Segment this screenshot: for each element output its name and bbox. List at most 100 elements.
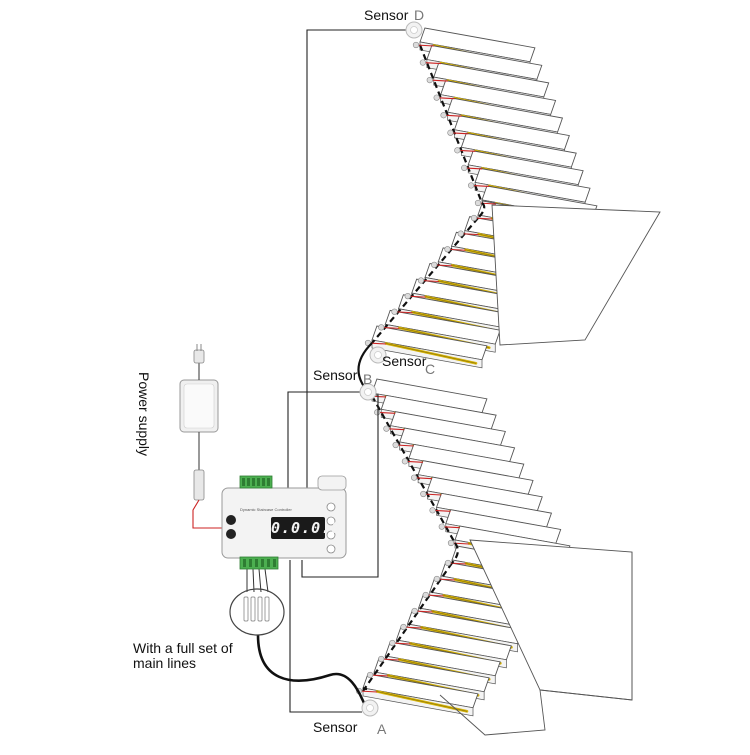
controller-button xyxy=(326,516,336,526)
connector-plug xyxy=(264,596,270,622)
controller-button xyxy=(326,544,336,554)
terminal-slot xyxy=(247,478,250,486)
wire-connector xyxy=(378,324,385,331)
controller-ear xyxy=(317,475,347,491)
sensor-lens xyxy=(364,388,372,396)
controller-display: 0.0.0.0 xyxy=(271,517,342,539)
wire-connector xyxy=(454,147,461,154)
led-strip-edge xyxy=(376,691,468,712)
controller-button xyxy=(326,502,336,512)
led-strip-edge xyxy=(385,343,477,364)
dc-jack xyxy=(193,469,205,501)
bus-line-top xyxy=(418,44,484,204)
flight-top xyxy=(419,27,598,229)
connector-set-circle xyxy=(229,588,285,636)
wire-connector xyxy=(391,308,398,315)
wire-connector xyxy=(419,59,426,66)
terminal-slot xyxy=(243,559,246,567)
wire-connector xyxy=(440,112,447,119)
connector-plug xyxy=(250,596,256,622)
sensor-a-icon xyxy=(361,699,379,717)
ac-plug xyxy=(193,349,205,364)
wire-connector xyxy=(412,41,420,49)
wire-connector xyxy=(470,214,478,222)
main-lines-line-2: main lines xyxy=(133,655,197,671)
sensor-c-label: Sensor xyxy=(382,353,427,369)
terminal-slot xyxy=(255,559,258,567)
wire-connector xyxy=(389,639,396,647)
sensor-d-icon xyxy=(405,21,423,39)
sensor-d-letter: D xyxy=(414,7,425,23)
main-line-lead xyxy=(258,568,262,593)
main-cable-to-stairs xyxy=(256,634,367,706)
terminal-slot xyxy=(257,478,260,486)
sensor-c-letter: C xyxy=(425,361,436,377)
sensor-lens xyxy=(366,704,374,712)
wire-connector xyxy=(411,474,418,481)
connector-plug xyxy=(257,596,263,622)
power-supply-label: Power supply xyxy=(136,372,152,457)
terminal-slot xyxy=(249,559,252,567)
sensor-d-label: Sensor xyxy=(364,7,409,23)
wire-connector xyxy=(429,507,436,514)
flight-lower-mid xyxy=(371,378,571,569)
terminal-slot xyxy=(262,478,265,486)
sensor-b-icon xyxy=(359,383,377,401)
bus-link-1 xyxy=(477,202,486,219)
wire-connector xyxy=(401,458,408,465)
controller-title: Dynamic Staircase Controller xyxy=(240,507,292,512)
side-wall-bottom xyxy=(439,689,546,736)
power-supply-face xyxy=(183,383,215,429)
wire-connector xyxy=(461,164,468,171)
wire-connector xyxy=(431,261,438,268)
terminal-slot xyxy=(267,559,270,567)
controller-button xyxy=(326,530,336,540)
terminal-slot xyxy=(252,478,255,486)
wire-connector xyxy=(420,490,427,498)
terminal-slot xyxy=(273,559,276,567)
connector-plug xyxy=(243,596,249,622)
wire-connector xyxy=(374,409,381,416)
wire-connector xyxy=(411,607,418,615)
devices xyxy=(179,21,423,717)
dc-feed-wire xyxy=(192,499,228,529)
side-wall-lower xyxy=(539,552,633,701)
wire-connector xyxy=(378,655,385,663)
main-cable-end xyxy=(362,686,368,691)
wire-connector xyxy=(447,539,455,547)
wire-connector xyxy=(444,559,452,567)
bus-line-bottom xyxy=(362,562,453,692)
main-lines-line-1: With a full set of xyxy=(133,640,233,656)
sensor-lens xyxy=(410,26,418,34)
wire-connector xyxy=(426,77,433,84)
wire-connector xyxy=(474,199,482,207)
wire-sensor-b xyxy=(287,391,362,498)
sensor-a-label: Sensor xyxy=(313,719,358,735)
main-line-lead xyxy=(252,568,255,593)
wire-connector xyxy=(433,94,440,101)
wire-connector xyxy=(457,230,464,237)
wire-connector xyxy=(383,425,390,432)
bus-link-3 xyxy=(451,542,459,564)
main-line-lead xyxy=(264,568,269,593)
sensor-b-letter: B xyxy=(363,371,373,387)
wire-connector xyxy=(438,523,445,530)
landing-upper xyxy=(491,204,661,346)
terminal-slot xyxy=(242,478,245,486)
sensor-a-letter: A xyxy=(377,721,387,737)
power-supply-icon xyxy=(179,344,228,529)
bus-line-lower-mid xyxy=(371,395,456,544)
wire-connector xyxy=(404,293,411,300)
staircase-drawing xyxy=(362,27,661,736)
wire-connector xyxy=(447,129,454,136)
sensor-c-icon xyxy=(369,346,387,364)
sensor-lens xyxy=(374,351,382,359)
wire-connector xyxy=(468,182,475,189)
controller-knob xyxy=(226,529,236,539)
wire-connector xyxy=(422,591,429,599)
wire-connector xyxy=(444,246,451,253)
wire-sensor-d xyxy=(306,29,409,498)
sensor-b-label: Sensor xyxy=(313,367,358,383)
